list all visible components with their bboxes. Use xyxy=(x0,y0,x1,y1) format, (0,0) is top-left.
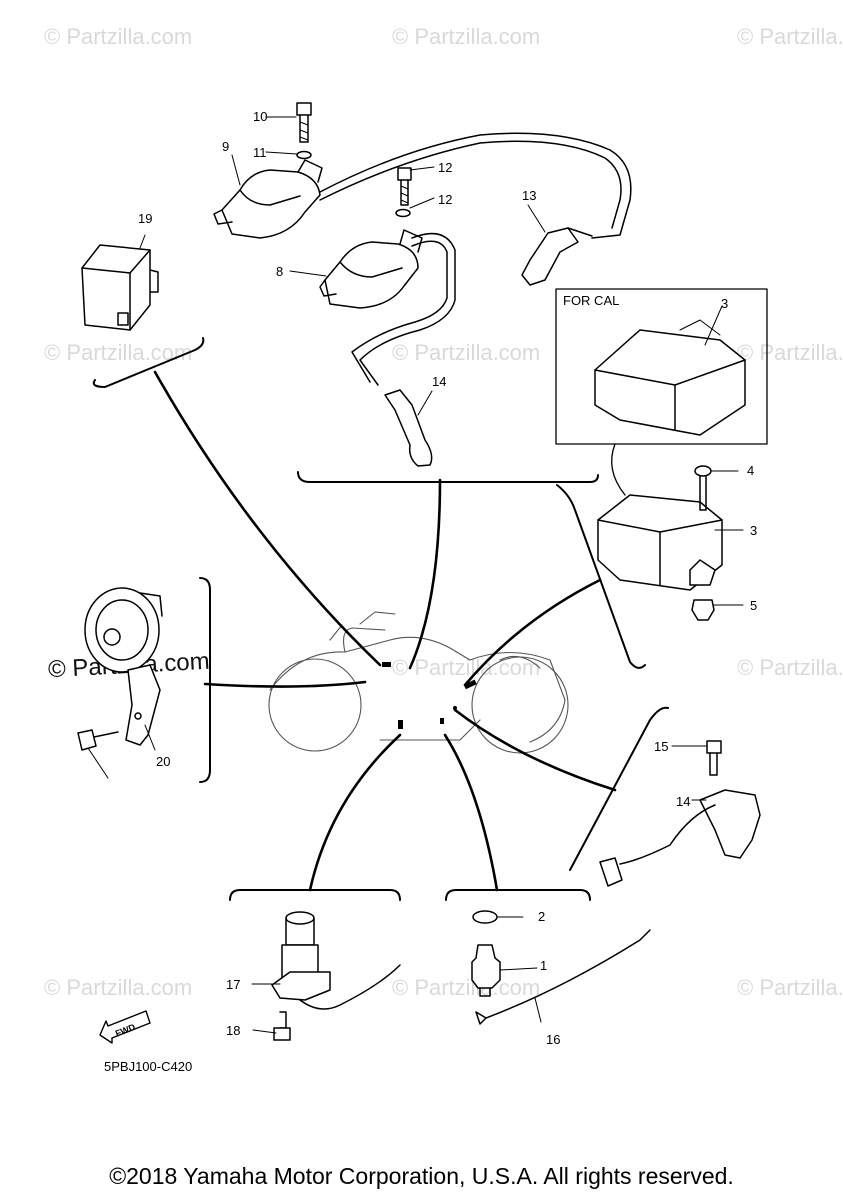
ignition-coil-6 xyxy=(213,132,632,239)
washer-8 xyxy=(296,150,312,160)
bolt-17 xyxy=(273,1011,291,1041)
callout-9: 8 xyxy=(276,264,284,279)
horn xyxy=(84,587,163,673)
bolt-10 xyxy=(397,167,412,206)
callout-18: 19 xyxy=(138,211,153,226)
watermark: © Partzilla.com xyxy=(392,340,541,365)
sensor-13 xyxy=(599,789,761,887)
callout-12-upper: 13 xyxy=(522,188,537,203)
callout-19: 20 xyxy=(156,754,171,769)
callout-7: 10 xyxy=(253,109,268,124)
leader-lines xyxy=(153,370,617,892)
plug-cap-12-lower xyxy=(384,389,433,467)
callout-17: 18 xyxy=(226,1023,241,1038)
ignition-coil-9 xyxy=(319,229,456,386)
washer-11 xyxy=(395,208,411,218)
inset-frame xyxy=(555,288,768,445)
watermark: © Partzilla.com xyxy=(737,655,843,680)
watermark: © Partzilla.com xyxy=(392,975,541,1000)
watermark: © Partzilla.com xyxy=(737,975,843,1000)
plug-cap-12-upper xyxy=(521,227,593,286)
connector-markers xyxy=(382,662,477,729)
callout-8: 11 xyxy=(253,145,267,160)
watermark: © Partzilla.com xyxy=(44,24,193,49)
callout-4: 4 xyxy=(747,463,755,478)
callout-leaders xyxy=(87,116,744,1034)
callout-11: 12 xyxy=(438,192,453,207)
relay-18 xyxy=(81,244,159,331)
washer-2 xyxy=(472,910,498,924)
callout-5: 5 xyxy=(750,598,758,613)
callout-12-lower: 14 xyxy=(432,374,447,389)
callout-13: 14 xyxy=(676,794,691,809)
callout-2: 2 xyxy=(538,909,546,924)
bolt-7 xyxy=(296,102,312,143)
watermark: © Partzilla.com xyxy=(737,24,843,49)
callout-14: 15 xyxy=(654,739,669,754)
watermark: © Partzilla.com xyxy=(392,24,541,49)
fwd-arrow-icon: FWD xyxy=(99,1010,151,1044)
watermark: © Partzilla.com xyxy=(737,340,843,365)
inset-label: FOR CAL xyxy=(563,293,620,308)
callout-6: 9 xyxy=(222,139,230,154)
group-brackets xyxy=(92,337,669,901)
watermark: © Partzilla.com xyxy=(392,655,541,680)
grommet-5 xyxy=(691,599,715,621)
switch-1 xyxy=(471,944,501,997)
screw-4 xyxy=(694,465,712,511)
ecu-3 xyxy=(597,494,723,591)
bolt-14 xyxy=(706,740,722,776)
callout-3-inset: 3 xyxy=(721,296,729,311)
copyright-footer: ©2018 Yamaha Motor Corporation, U.S.A. A… xyxy=(109,1163,734,1189)
bolt-20 xyxy=(77,729,119,751)
callout-3: 3 xyxy=(750,523,758,538)
sensor-16 xyxy=(271,911,401,1010)
callout-1: 1 xyxy=(540,958,548,973)
horn-bracket-19 xyxy=(125,664,161,746)
callout-10: 12 xyxy=(438,160,453,175)
diagram-code: 5PBJ100-C420 xyxy=(104,1059,193,1074)
callout-15: 16 xyxy=(546,1032,561,1047)
ecu-3-inset xyxy=(594,319,746,436)
motorcycle-silhouette xyxy=(268,611,569,754)
callout-16: 17 xyxy=(226,977,241,992)
lead-15 xyxy=(475,929,651,1025)
watermark: © Partzilla.com xyxy=(44,975,193,1000)
